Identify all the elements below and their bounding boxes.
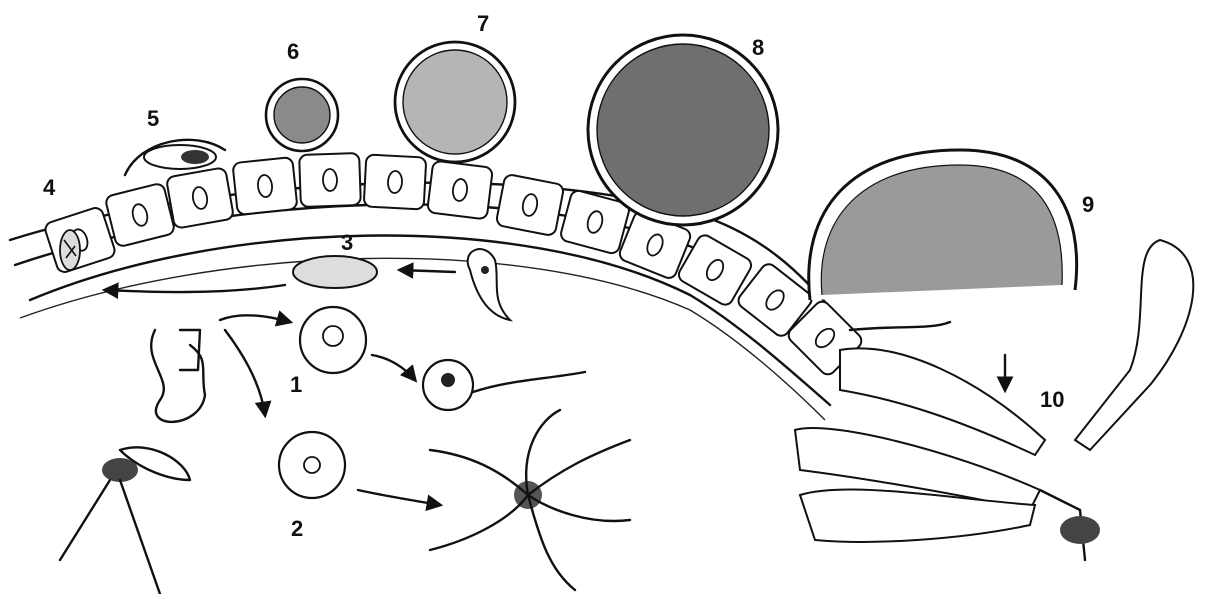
epithelial-cell [299, 153, 361, 207]
epithelial-cell [166, 167, 234, 229]
epithelial-cell [496, 174, 565, 236]
label-7: 7 [477, 13, 489, 35]
label-6: 6 [287, 41, 299, 63]
exflagellation [430, 410, 630, 590]
stage-3-ookinete [293, 256, 377, 288]
stage-8-mature-oocyst [588, 35, 778, 225]
epithelial-cell [364, 154, 427, 209]
label-4: 4 [43, 177, 55, 199]
epithelial-cell [105, 183, 176, 248]
zygote [468, 249, 510, 320]
cell-nucleus [387, 171, 402, 194]
mosquito-head-left [60, 330, 205, 594]
cell-nucleus [323, 169, 338, 191]
stage-6-young-oocyst [266, 79, 338, 151]
label-5: 5 [147, 108, 159, 130]
stage-4-intracellular [60, 230, 80, 270]
label-10: 10 [1040, 389, 1064, 411]
fertilization [423, 360, 585, 410]
stage-1-macrogamete [300, 307, 366, 373]
label-8: 8 [752, 37, 764, 59]
label-1: 1 [290, 374, 302, 396]
stage-9-releasing-cyst [809, 150, 1077, 330]
label-9: 9 [1082, 194, 1094, 216]
stage-2-microgametocyte [279, 432, 345, 498]
epithelial-cell [427, 161, 493, 220]
label-3: 3 [341, 232, 353, 254]
stage-7-oocyst [395, 42, 515, 162]
epithelial-cell [232, 157, 297, 215]
label-2: 2 [291, 518, 303, 540]
